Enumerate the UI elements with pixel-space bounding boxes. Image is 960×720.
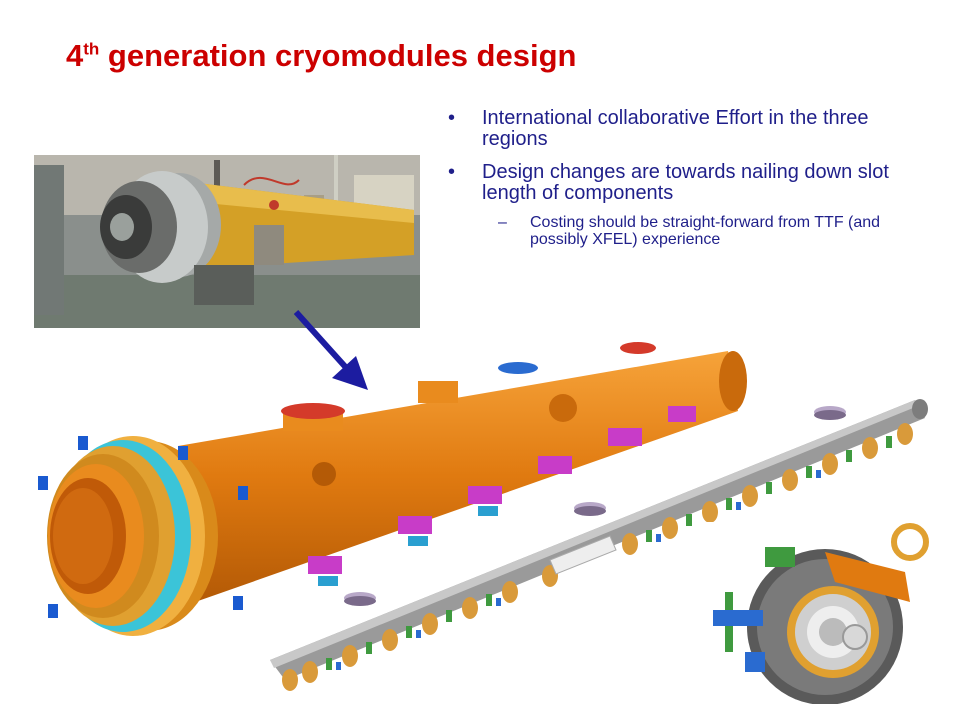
bullet-marker: • <box>448 107 456 129</box>
sub-bullet-text: Costing should be straight-forward from … <box>530 214 881 248</box>
cavity-string-render <box>270 399 928 691</box>
sub-bullet-item: – Costing should be straight-forward fro… <box>448 214 918 248</box>
bullet-text: International collaborative Effort in th… <box>482 107 869 150</box>
bullet-item: • International collaborative Effort in … <box>448 108 918 150</box>
bullet-list: • International collaborative Effort in … <box>448 108 918 249</box>
cryomodule-3d-render <box>38 342 747 636</box>
sub-bullet-marker: – <box>498 214 507 231</box>
title-superscript: th <box>83 39 100 59</box>
title-rest: generation cryomodules design <box>99 38 577 73</box>
bullet-marker: • <box>448 161 456 183</box>
page-title: 4th generation cryomodules design <box>66 38 576 74</box>
bullet-item: • Design changes are towards nailing dow… <box>448 162 918 204</box>
bullet-text: Design changes are towards nailing down … <box>482 161 889 204</box>
arrow-icon <box>293 309 368 390</box>
title-main: 4 <box>66 38 84 73</box>
cryomodule-photo <box>34 155 420 328</box>
cross-section-render <box>705 522 931 704</box>
